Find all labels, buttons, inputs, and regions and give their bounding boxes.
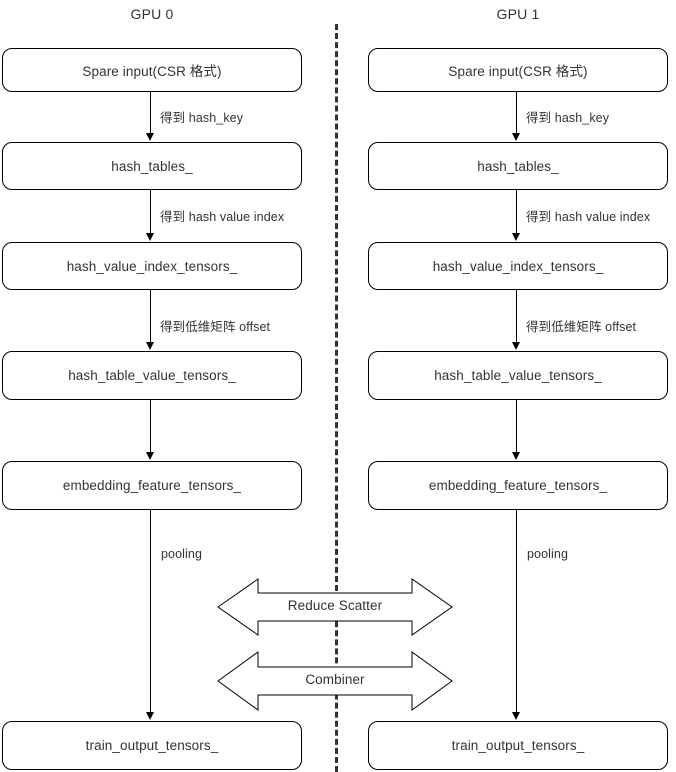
edge-gpu1-5 — [516, 510, 517, 713]
node-gpu0-spare-input[interactable]: Spare input(CSR 格式) — [2, 48, 302, 92]
edge-gpu1-3 — [516, 290, 517, 343]
node-gpu1-hash-value-index-tensors[interactable]: hash_value_index_tensors_ — [368, 242, 668, 290]
node-gpu1-train-output-tensors[interactable]: train_output_tensors_ — [368, 721, 668, 770]
node-gpu0-train-output-tensors[interactable]: train_output_tensors_ — [2, 721, 302, 770]
edge-gpu0-4 — [150, 400, 151, 453]
column-title-gpu0: GPU 0 — [130, 6, 174, 22]
edge-label-gpu1-5: pooling — [527, 547, 569, 561]
node-gpu1-embedding-feature-tensors[interactable]: embedding_feature_tensors_ — [368, 461, 668, 510]
bidirectional-arrow-label-combiner: Combiner — [305, 672, 365, 687]
node-gpu0-embedding-feature-tensors[interactable]: embedding_feature_tensors_ — [2, 461, 302, 510]
edge-label-gpu0-2: 得到 hash value index — [160, 210, 285, 224]
arrowhead-gpu0-5 — [146, 712, 154, 720]
arrowhead-gpu0-4 — [146, 452, 154, 460]
bidirectional-arrow-combiner[interactable] — [217, 651, 453, 711]
edge-label-gpu1-2: 得到 hash value index — [526, 210, 651, 224]
edge-label-gpu0-5: pooling — [161, 547, 203, 561]
arrowhead-gpu1-1 — [512, 133, 520, 141]
bidirectional-arrow-label-reduce-scatter: Reduce Scatter — [287, 598, 383, 613]
edge-label-gpu1-3: 得到低维矩阵 offset — [526, 320, 637, 334]
edge-gpu1-2 — [516, 190, 517, 234]
edge-label-gpu0-3: 得到低维矩阵 offset — [160, 320, 271, 334]
edge-gpu0-2 — [150, 190, 151, 234]
gpu-divider-dashed-line — [335, 24, 338, 772]
edge-gpu0-3 — [150, 290, 151, 343]
edge-gpu0-1 — [150, 92, 151, 134]
edge-gpu1-4 — [516, 400, 517, 453]
edge-label-gpu1-1: 得到 hash_key — [526, 111, 610, 125]
arrowhead-gpu0-3 — [146, 342, 154, 350]
node-gpu1-hash-table-value-tensors[interactable]: hash_table_value_tensors_ — [368, 351, 668, 400]
arrowhead-gpu1-5 — [512, 712, 520, 720]
node-gpu0-hash-value-index-tensors[interactable]: hash_value_index_tensors_ — [2, 242, 302, 290]
arrowhead-gpu0-1 — [146, 133, 154, 141]
arrowhead-gpu1-2 — [512, 233, 520, 241]
edge-label-gpu0-1: 得到 hash_key — [160, 111, 244, 125]
edge-gpu0-5 — [150, 510, 151, 713]
node-gpu0-hash-table-value-tensors[interactable]: hash_table_value_tensors_ — [2, 351, 302, 400]
node-gpu0-hash-tables[interactable]: hash_tables_ — [2, 142, 302, 190]
bidirectional-arrow-reduce-scatter[interactable] — [217, 578, 453, 636]
arrowhead-gpu1-4 — [512, 452, 520, 460]
arrowhead-gpu1-3 — [512, 342, 520, 350]
arrowhead-gpu0-2 — [146, 233, 154, 241]
node-gpu1-spare-input[interactable]: Spare input(CSR 格式) — [368, 48, 668, 92]
column-title-gpu1: GPU 1 — [496, 6, 540, 22]
node-gpu1-hash-tables[interactable]: hash_tables_ — [368, 142, 668, 190]
edge-gpu1-1 — [516, 92, 517, 134]
